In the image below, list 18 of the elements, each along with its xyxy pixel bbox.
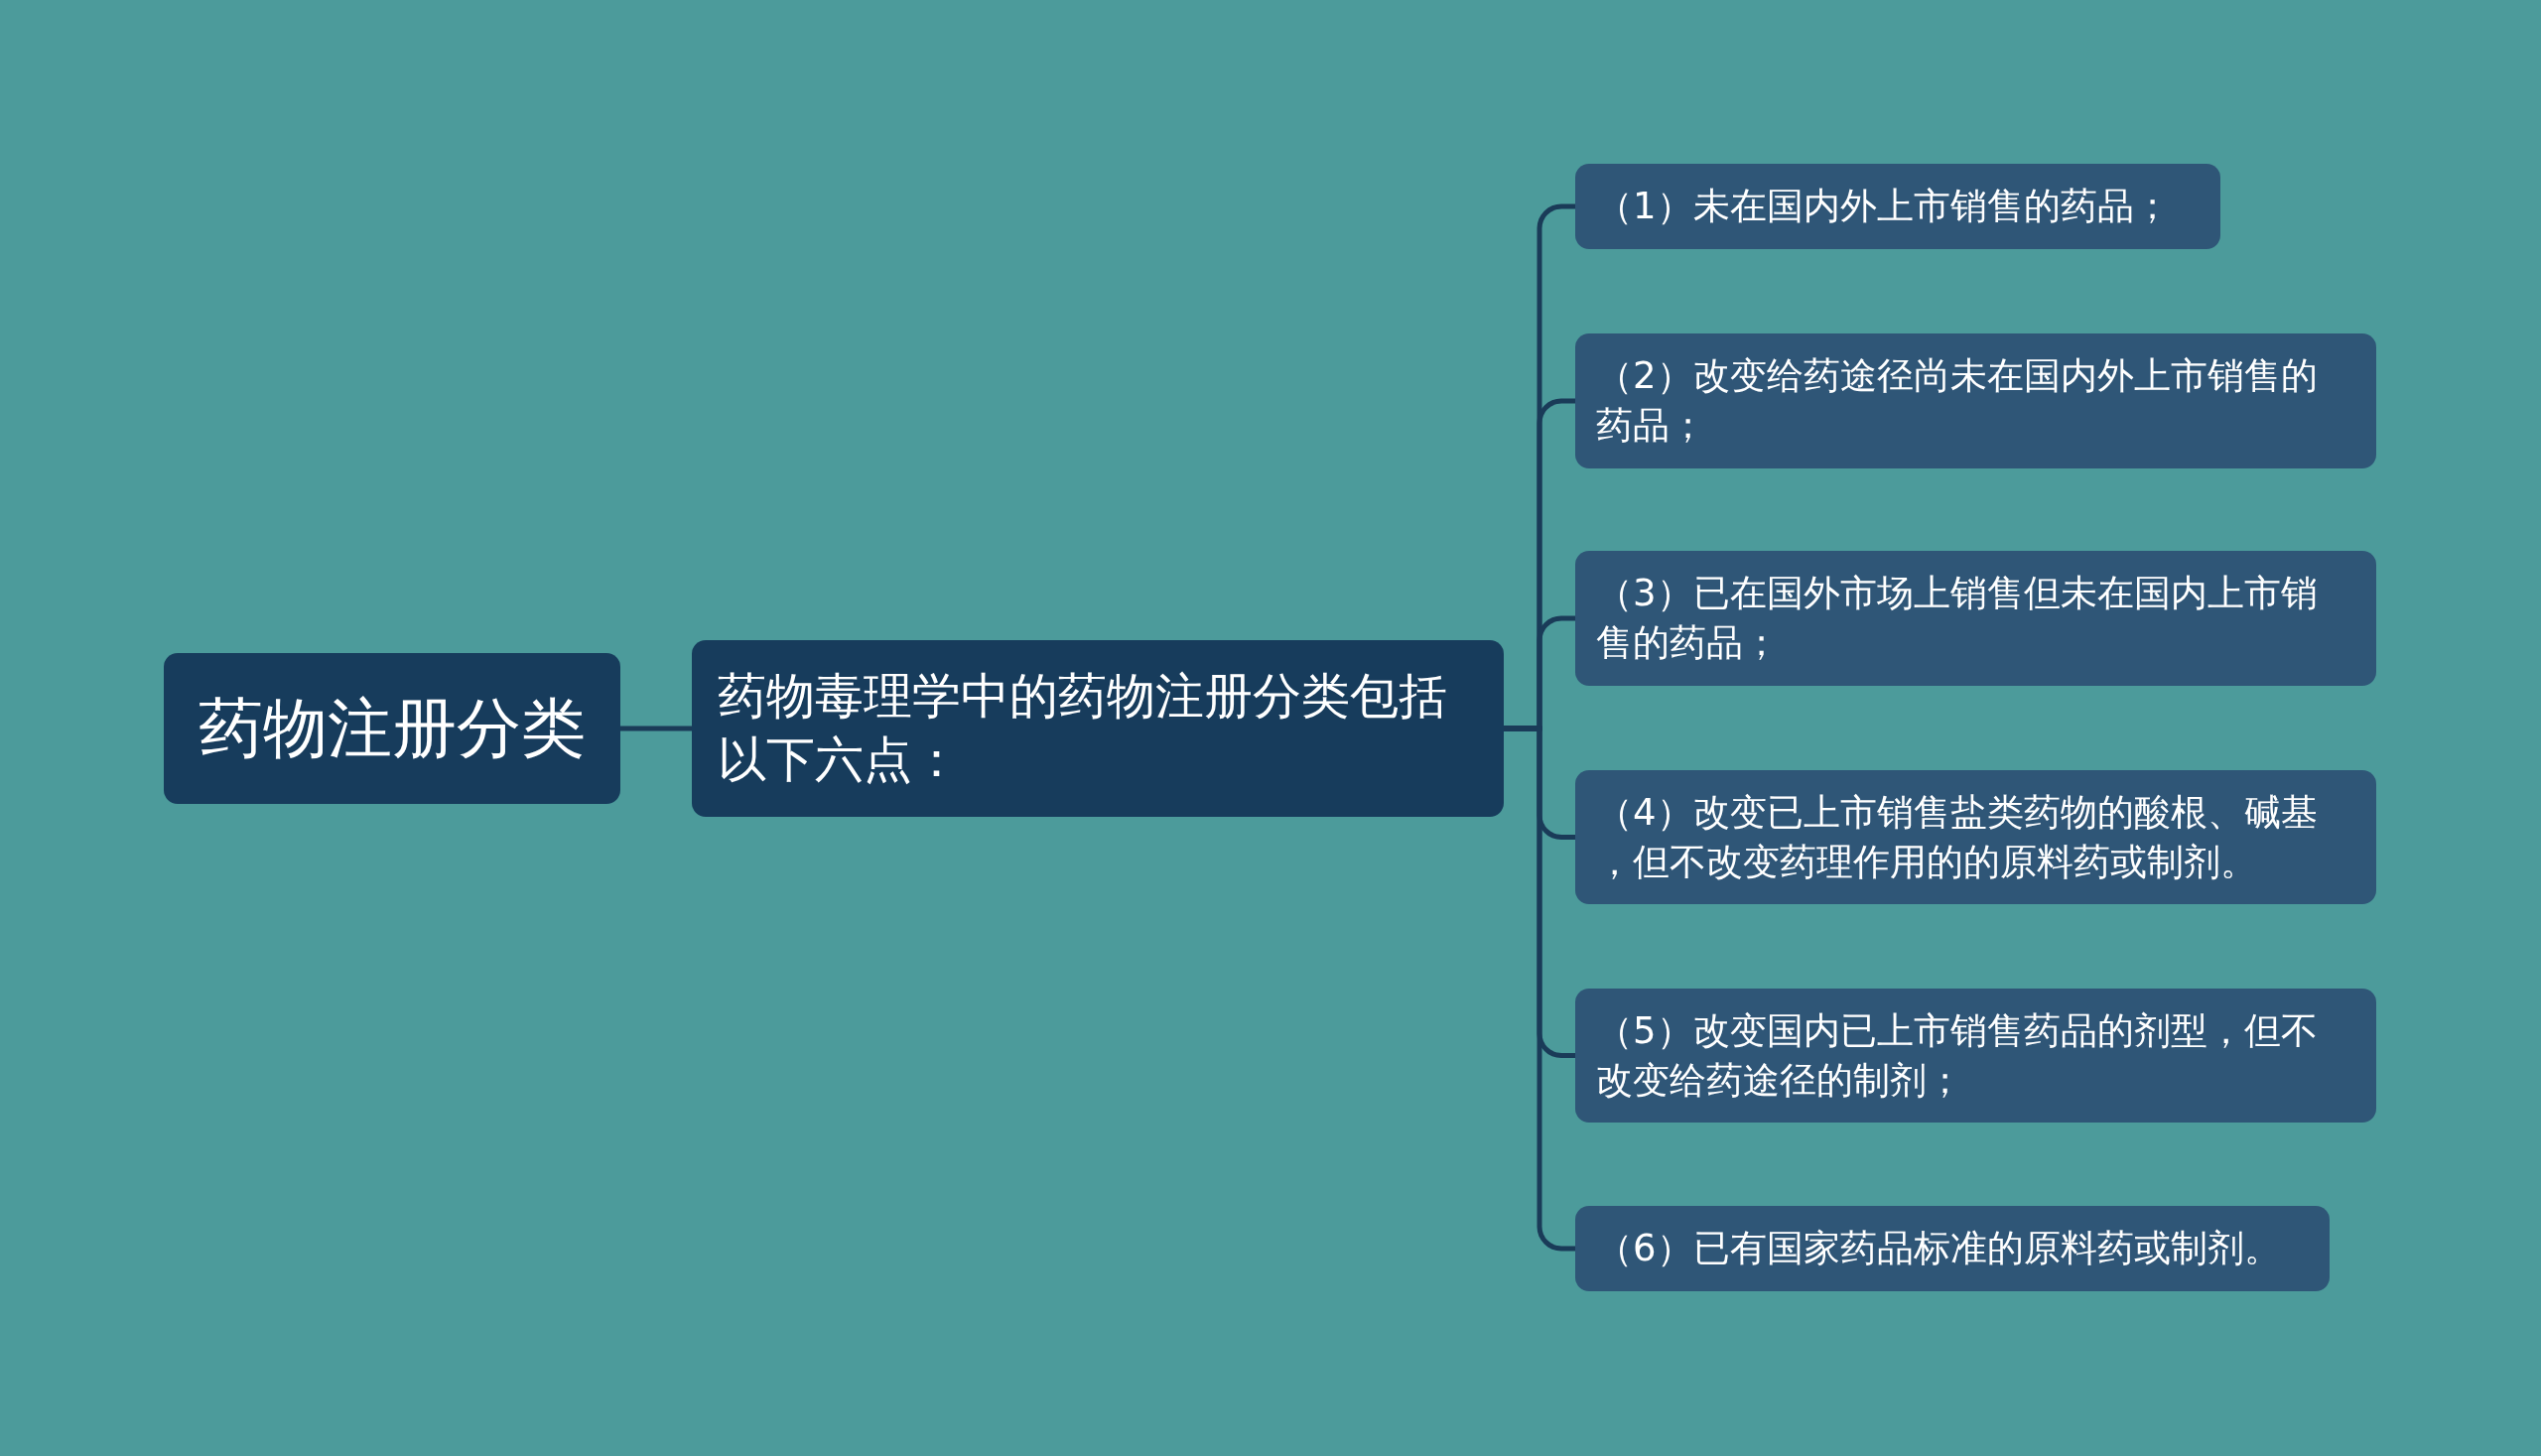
subtopic-box — [1575, 333, 2376, 468]
node-text: （4）改变已上市销售盐类药物的酸根、碱基，但不改变药理作用的的原料药或制剂。 — [1596, 789, 2319, 885]
subtopic-box — [1575, 164, 2220, 249]
node-text: 药物毒理学中的药物注册分类包括以下六点： — [718, 667, 1448, 790]
topic-box — [692, 640, 1504, 817]
subtopic-box — [1575, 770, 2376, 904]
connector-line — [1504, 726, 1575, 1252]
node-text: （6）已有国家药品标准的原料药或制剂。 — [1596, 1226, 2281, 1271]
subtopic-box — [1575, 551, 2376, 686]
subtopic-box — [1575, 1206, 2330, 1291]
connector-line — [620, 726, 692, 731]
node-text: （5）改变国内已上市销售药品的剂型，但不改变给药途径的制剂； — [1596, 1007, 2319, 1104]
node-text: （1）未在国内外上市销售的药品； — [1596, 184, 2171, 229]
root-topic-box — [164, 653, 620, 804]
node-text: （2）改变给药途径尚未在国内外上市销售的药品； — [1596, 353, 2319, 449]
node-text: 药物注册分类 — [199, 691, 586, 766]
node-text: （3）已在国外市场上销售但未在国内上市销售的药品； — [1596, 571, 2319, 666]
subtopic-box — [1575, 989, 2376, 1123]
